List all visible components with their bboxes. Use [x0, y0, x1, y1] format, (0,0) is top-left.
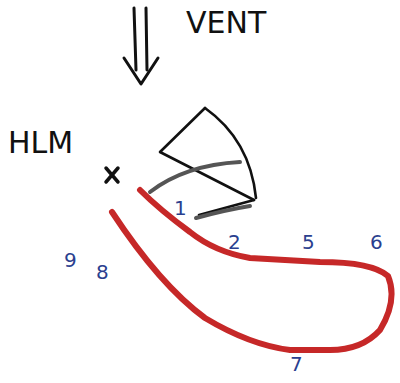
point-label: HLM [8, 128, 73, 158]
callout-number: 8 [96, 262, 109, 282]
callout-number: 1 [174, 198, 187, 218]
flight-path [112, 190, 392, 350]
wind-label: VENT [186, 8, 266, 38]
callout-number: 5 [302, 232, 315, 252]
callout-number: 7 [290, 354, 303, 374]
position-cross [106, 168, 118, 182]
callout-number: 9 [64, 250, 77, 270]
callout-number: 6 [370, 232, 383, 252]
wind-arrow [124, 8, 158, 84]
callout-number: 2 [228, 232, 241, 252]
